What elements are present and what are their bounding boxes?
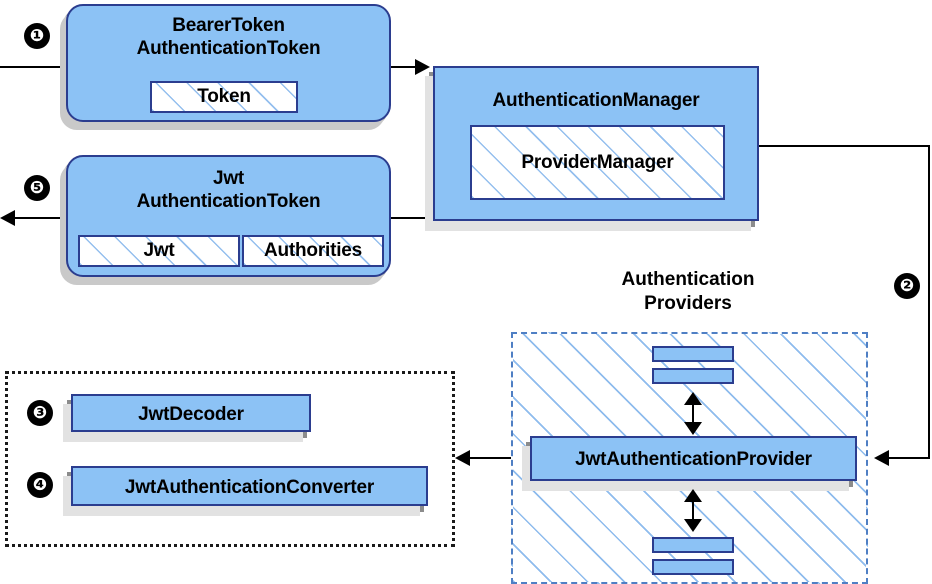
connector-manager-right [758, 145, 930, 147]
bearer-token-title-line2: AuthenticationToken [136, 38, 321, 59]
chip-token-label: Token [197, 86, 251, 107]
jwt-authentication-provider-title: JwtAuthenticationProvider [575, 449, 812, 470]
authentication-manager-box[interactable]: AuthenticationManager ProviderManager [433, 66, 759, 221]
jwt-token-title-line2: AuthenticationToken [136, 191, 321, 212]
provider-stack-top-bar-1 [652, 346, 734, 362]
authentication-providers-label-line2: Providers [644, 293, 732, 314]
chip-authorities-label: Authorities [263, 240, 363, 261]
chip-authorities[interactable]: Authorities [242, 235, 384, 267]
bearer-token-title-line1: BearerToken [172, 15, 285, 36]
chip-jwt[interactable]: Jwt [78, 235, 240, 267]
jwt-support-container [5, 371, 455, 547]
connector-step1-inbound [0, 66, 70, 68]
connector-bearer-to-manager [388, 66, 420, 68]
jwt-token-title-line1: Jwt [212, 168, 245, 189]
connector-manager-to-jwt-token [388, 217, 434, 219]
connector-provider-to-support [469, 457, 531, 459]
authentication-providers-label-line1: Authentication [621, 269, 755, 290]
badge-step-5: ❺ [24, 175, 50, 201]
authentication-providers-label: Authentication Providers [568, 268, 808, 316]
bearer-token-authentication-token-card[interactable]: BearerToken AuthenticationToken Token [66, 4, 391, 122]
provider-stack-bottom-bar-1 [652, 537, 734, 553]
jwt-decoder-box[interactable]: JwtDecoder [71, 394, 311, 432]
arrow-step5-head [0, 210, 15, 226]
jwt-authentication-token-card[interactable]: Jwt AuthenticationToken Jwt Authorities [66, 155, 391, 277]
badge-step-1: ❶ [24, 23, 50, 49]
arrow-provider-to-support-head [455, 450, 470, 466]
jwt-authentication-provider-box[interactable]: JwtAuthenticationProvider [530, 436, 857, 481]
provider-link-top-arrow-down [684, 422, 702, 435]
jwt-authentication-converter-box[interactable]: JwtAuthenticationConverter [71, 466, 428, 506]
jwt-authentication-converter-title: JwtAuthenticationConverter [124, 477, 375, 498]
provider-link-bottom-line [692, 493, 694, 525]
authentication-manager-title: AuthenticationManager [492, 90, 700, 111]
arrow-step2-head [874, 450, 889, 466]
jwt-decoder-title: JwtDecoder [138, 404, 244, 425]
connector-step5-outbound [14, 217, 76, 219]
badge-step-2: ❷ [894, 273, 920, 299]
connector-step2-into-provider [888, 457, 930, 459]
provider-stack-bottom-bar-2 [652, 559, 734, 575]
provider-manager-label: ProviderManager [521, 151, 674, 173]
chip-token[interactable]: Token [150, 81, 298, 113]
provider-link-top-line [692, 396, 694, 428]
provider-manager-chip[interactable]: ProviderManager [470, 125, 725, 200]
connector-step2-vertical [928, 145, 930, 458]
provider-stack-top-bar-2 [652, 368, 734, 384]
provider-link-bottom-arrow-down [684, 519, 702, 532]
badge-step-3: ❸ [27, 400, 53, 426]
chip-jwt-label: Jwt [143, 240, 175, 261]
arrow-bearer-to-manager-head [415, 59, 430, 75]
badge-step-4: ❹ [27, 472, 53, 498]
